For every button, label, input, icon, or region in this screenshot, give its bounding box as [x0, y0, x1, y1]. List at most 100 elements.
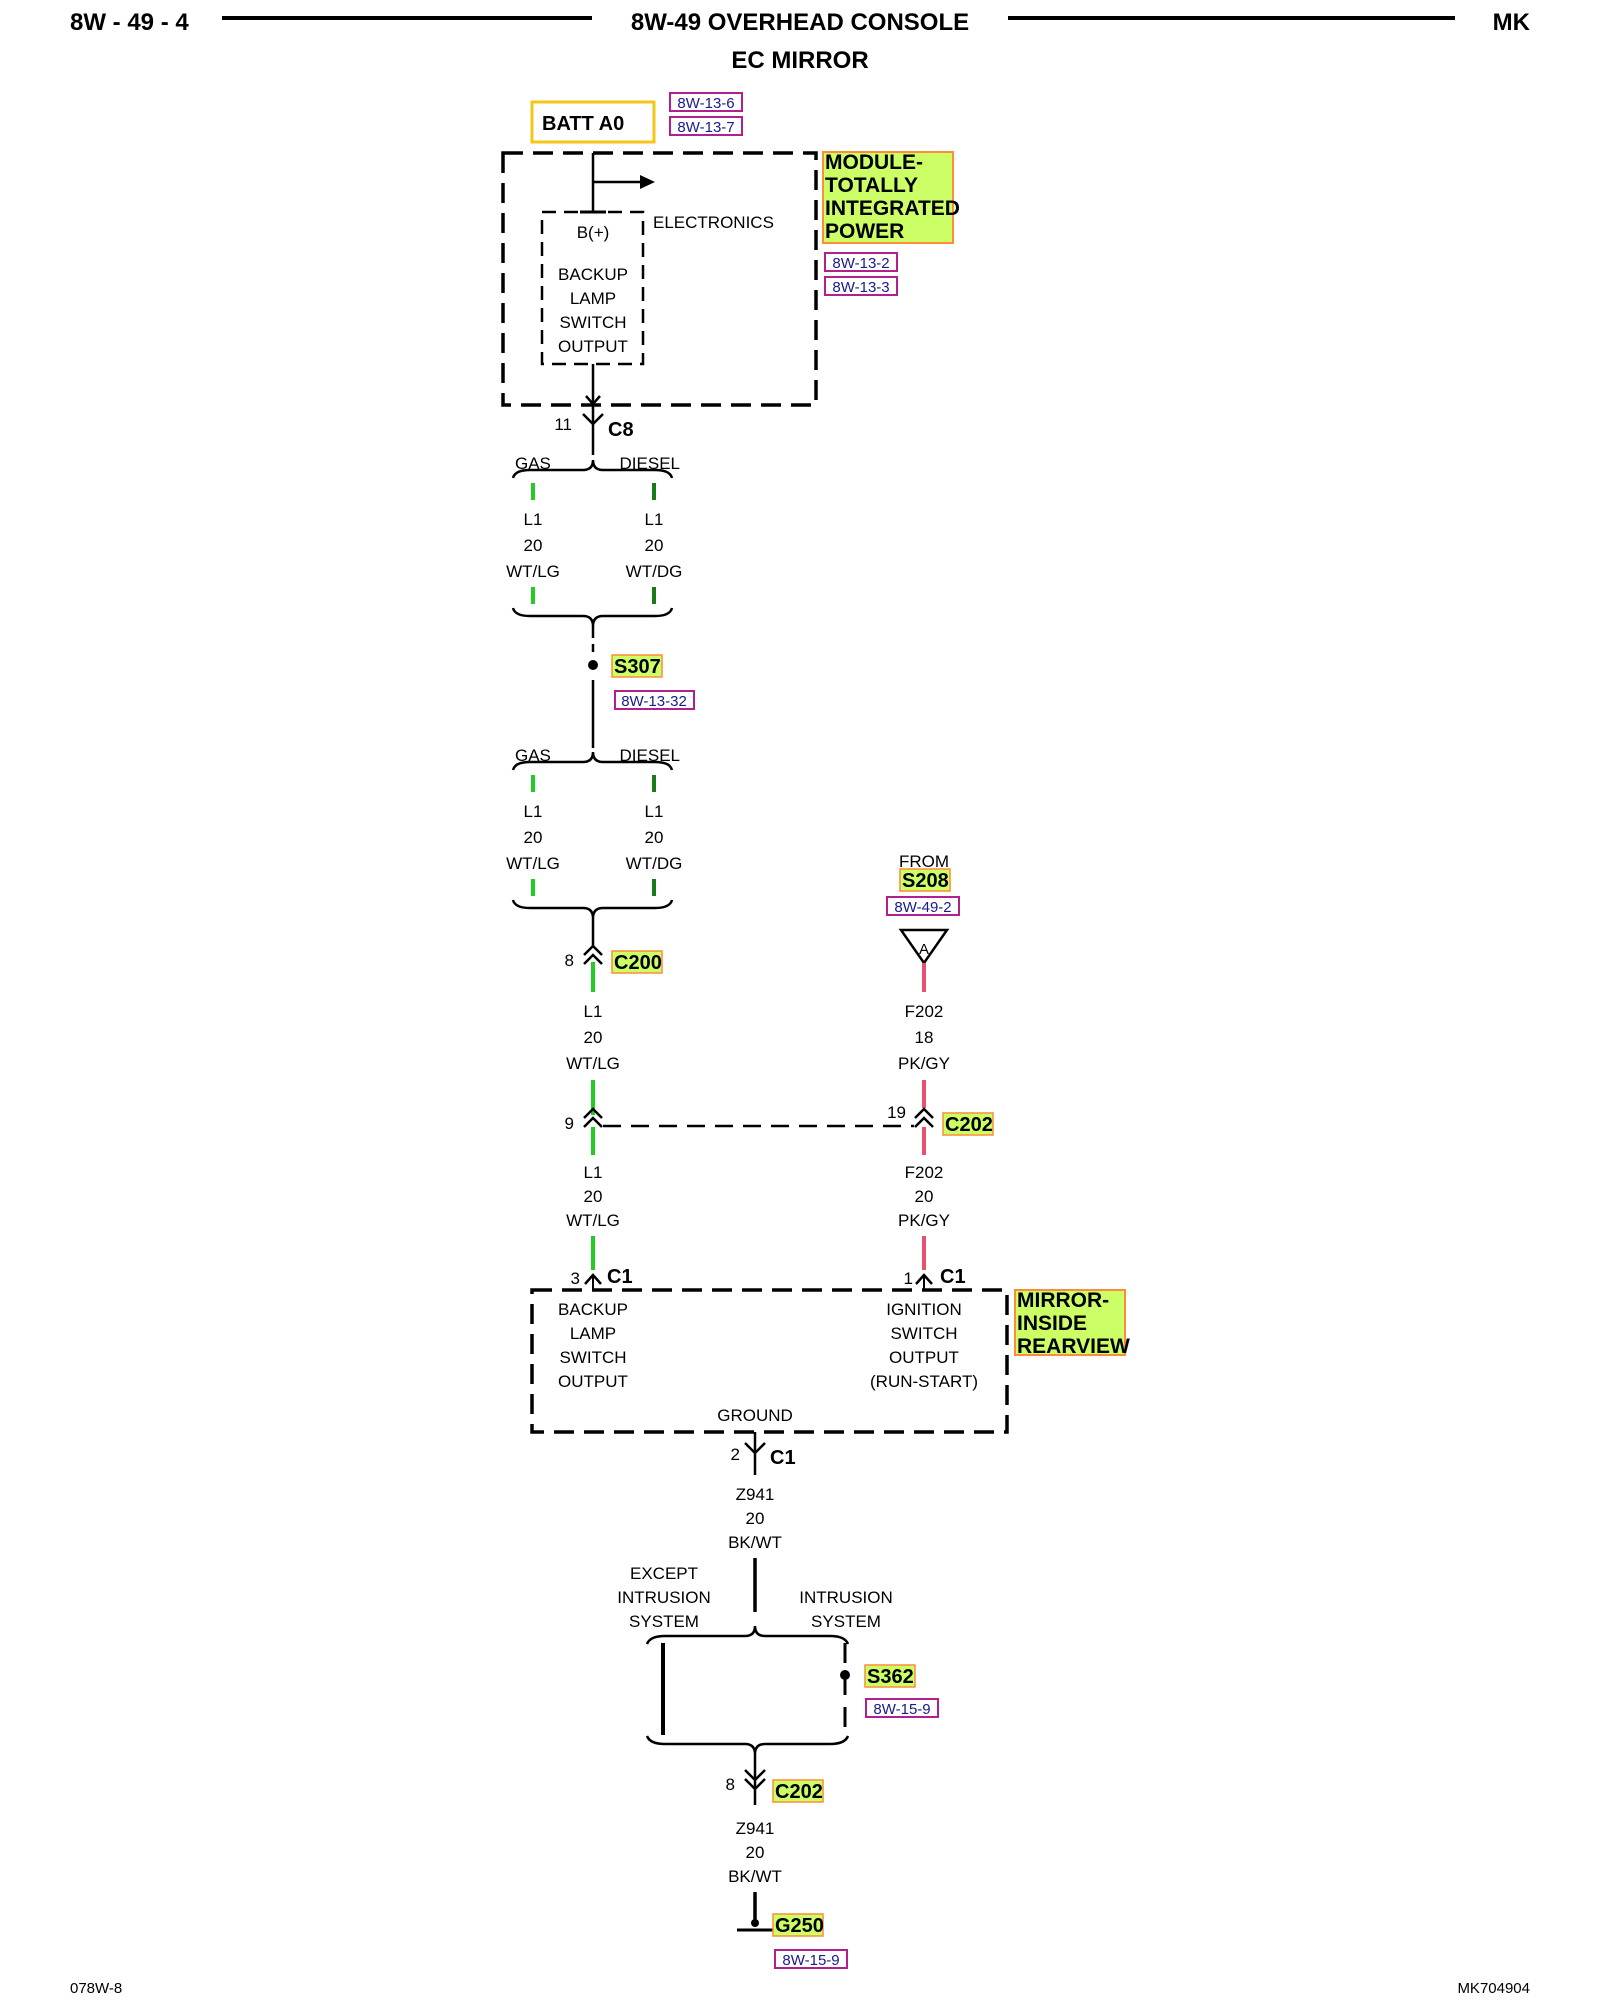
branch-top-brace-lower — [511, 607, 674, 627]
s307-ref-box — [614, 690, 695, 710]
mirror-name-line-2: INSIDE — [1017, 1312, 1087, 1335]
connector-c200: 8 C200 — [565, 918, 663, 992]
c200-pin: 8 — [565, 951, 574, 970]
mirror-left-line-2: LAMP — [570, 1324, 616, 1343]
ground-branch: EXCEPT INTRUSION SYSTEM INTRUSION SYSTEM — [617, 1564, 893, 1755]
branch-top-gas-label: GAS — [515, 454, 551, 473]
g250-label[interactable]: G250 — [775, 1915, 824, 1937]
wire-l1-a-color: WT/LG — [566, 1054, 620, 1073]
s307-dot — [588, 660, 598, 670]
tipm-bplus-label: B(+) — [577, 223, 610, 242]
s362-ref-box — [865, 1698, 939, 1718]
ground-branch-left-line-1: EXCEPT — [630, 1564, 698, 1583]
c202-left-symbol-lower — [583, 1116, 603, 1128]
c202-right-symbol-lower — [914, 1116, 934, 1128]
connector-c202-top: 9 19 C202 — [565, 1103, 994, 1136]
mirror-name-highlight — [1014, 1289, 1126, 1356]
s362-label[interactable]: S362 — [867, 1666, 914, 1688]
batt-ref-box-1 — [669, 92, 743, 112]
g250-dot — [751, 1919, 759, 1927]
footer: 078W-8 MK704904 — [70, 1980, 1530, 1997]
connector-ground-c1: 2 C1 — [731, 1432, 796, 1475]
wire-f202-b-circuit: F202 — [905, 1163, 944, 1182]
s362-dot — [840, 1670, 850, 1680]
s208-ref[interactable]: 8W-49-2 — [894, 899, 951, 916]
c200-label[interactable]: C200 — [614, 952, 662, 974]
mirror-ground-label: GROUND — [717, 1406, 793, 1425]
flag-a-letter: A — [919, 941, 929, 958]
ground-pin-symbol — [744, 1442, 766, 1455]
tipm-name-highlight — [822, 151, 954, 244]
wire-z941-a: Z941 20 BK/WT — [728, 1485, 782, 1612]
c202-bottom-symbol-upper — [744, 1769, 766, 1782]
g250-ref-box — [774, 1949, 848, 1969]
s307-highlight — [611, 654, 663, 678]
batt-ref-1[interactable]: 8W-13-6 — [677, 95, 734, 112]
footer-right-code: MK704904 — [1457, 1980, 1530, 1997]
tipm-output-line-1: BACKUP — [558, 265, 628, 284]
s208-ref-box — [886, 896, 960, 916]
tipm-output-line-3: SWITCH — [559, 313, 626, 332]
mirror-module: BACKUP LAMP SWITCH OUTPUT IGNITION SWITC… — [530, 1288, 1130, 1434]
branch-bottom-gas-color: WT/LG — [506, 854, 560, 873]
branch-top-gas-color: WT/LG — [506, 562, 560, 581]
c200-symbol-upper — [583, 944, 603, 956]
branch-bottom-diesel-circuit: L1 — [645, 802, 664, 821]
s208-label[interactable]: S208 — [902, 870, 949, 892]
wire-f202-a: F202 18 PK/GY — [898, 1002, 950, 1108]
wire-l1-a-gauge: 20 — [584, 1028, 603, 1047]
ground-branch-brace-lower — [645, 1735, 850, 1755]
s307-ref[interactable]: 8W-13-32 — [621, 693, 687, 710]
tipm-output-line-4: OUTPUT — [558, 337, 628, 356]
wire-f202-b-color: PK/GY — [898, 1211, 950, 1230]
c202-top-label[interactable]: C202 — [945, 1114, 993, 1136]
branch-bottom-brace-lower — [511, 899, 674, 919]
c202-bottom-symbol-lower — [744, 1778, 766, 1791]
c8-label: C8 — [608, 419, 634, 441]
wire-z941-b-color: BK/WT — [728, 1867, 782, 1886]
mirror-right-line-3: OUTPUT — [889, 1348, 959, 1367]
c8-pin: 11 — [554, 415, 572, 434]
wire-f202-a-color: PK/GY — [898, 1054, 950, 1073]
ground-g250: G250 8W-15-9 — [737, 1913, 848, 1969]
c202-top-left-pin: 9 — [565, 1114, 574, 1133]
c8-symbol — [582, 413, 604, 426]
from-s208: FROM S208 8W-49-2 A — [886, 852, 960, 992]
mirror-right-pin: 1 — [904, 1269, 913, 1288]
mirror-left-line-1: BACKUP — [558, 1300, 628, 1319]
s307-label[interactable]: S307 — [614, 656, 661, 678]
ground-branch-left-line-3: SYSTEM — [629, 1612, 699, 1631]
tipm-ref-1[interactable]: 8W-13-2 — [832, 255, 889, 272]
g250-highlight — [772, 1913, 824, 1937]
g250-ref[interactable]: 8W-15-9 — [782, 1952, 839, 1969]
mirror-right-line-4: (RUN-START) — [870, 1372, 978, 1391]
mirror-outline — [530, 1288, 1009, 1434]
mirror-left-line-4: OUTPUT — [558, 1372, 628, 1391]
wire-l1-a-circuit: L1 — [584, 1002, 603, 1021]
batt-ref-2[interactable]: 8W-13-7 — [677, 119, 734, 136]
mirror-right-line-1: IGNITION — [886, 1300, 962, 1319]
mirror-left-pin: 3 — [571, 1269, 580, 1288]
ground-branch-left-line-2: INTRUSION — [617, 1588, 711, 1607]
mirror-left-line-3: SWITCH — [559, 1348, 626, 1367]
wire-l1-b: L1 20 WT/LG — [566, 1127, 620, 1270]
page-subtitle: EC MIRROR — [731, 47, 868, 74]
batt-a0: BATT A0 8W-13-6 8W-13-7 — [530, 92, 743, 144]
wire-z941-a-circuit: Z941 — [736, 1485, 775, 1504]
ground-branch-right-line-2: SYSTEM — [811, 1612, 881, 1631]
wire-z941-a-gauge: 20 — [746, 1509, 765, 1528]
s362-highlight — [864, 1664, 916, 1688]
mirror-left-connector: C1 — [607, 1266, 633, 1288]
branch-bottom-gas-label: GAS — [515, 746, 551, 765]
mirror-right-connector: C1 — [940, 1266, 966, 1288]
c202-bottom-label[interactable]: C202 — [775, 1781, 823, 1803]
connector-c8: 11 C8 — [554, 405, 634, 455]
tipm-ref-2[interactable]: 8W-13-3 — [832, 279, 889, 296]
ground-pin-number: 2 — [731, 1445, 740, 1464]
batt-label-box — [530, 100, 656, 144]
s362-ref[interactable]: 8W-15-9 — [873, 1701, 930, 1718]
branch-bottom-gas-circuit: L1 — [524, 802, 543, 821]
wire-f202-a-circuit: F202 — [905, 1002, 944, 1021]
wire-l1-a: L1 20 WT/LG — [566, 1002, 620, 1115]
